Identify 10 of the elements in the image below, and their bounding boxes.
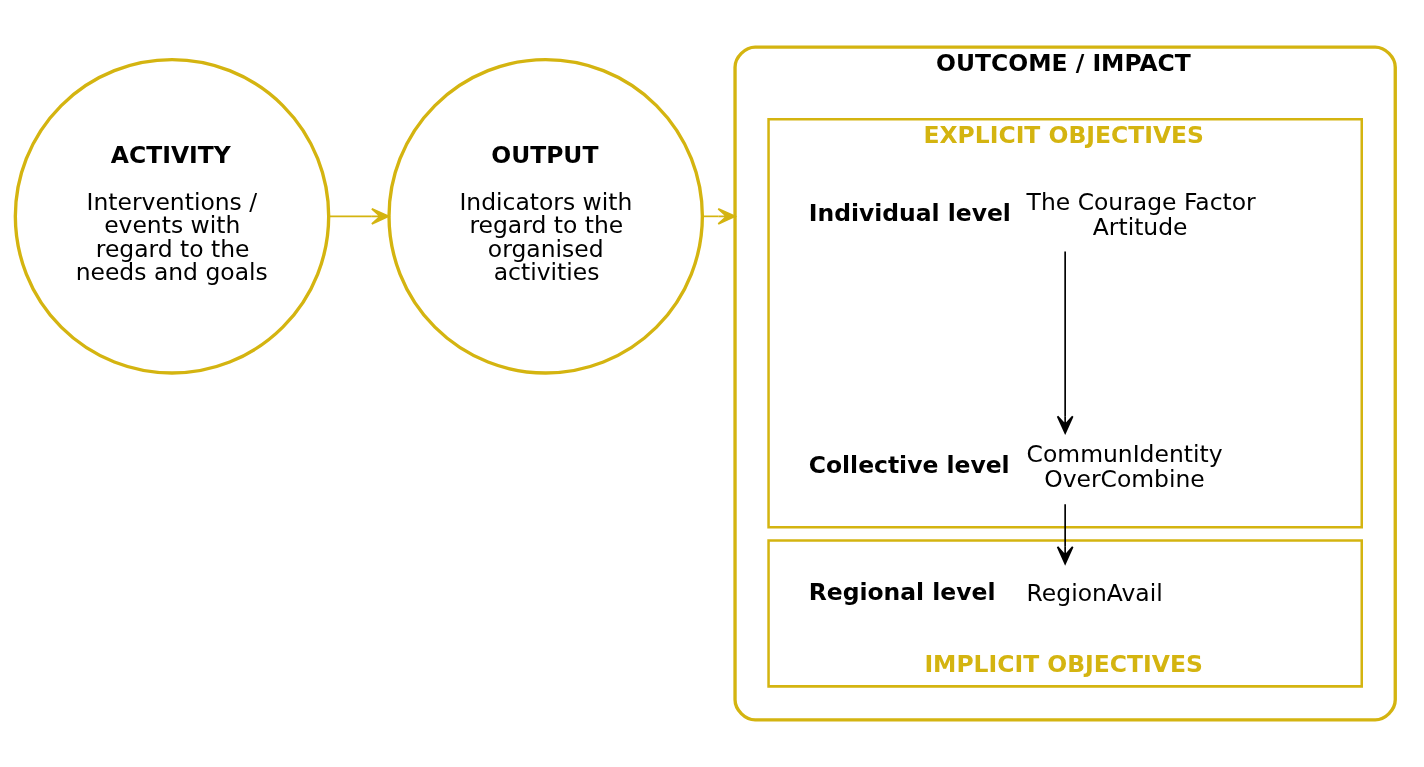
arrow	[1056, 503, 1074, 565]
node-label: RegionAvail	[1026, 579, 1163, 608]
node-text: Collective level	[808, 451, 1010, 480]
node-label: The Courage Factor	[1026, 187, 1256, 216]
node-text: Regional level	[808, 577, 996, 606]
node-text: Individual level	[808, 198, 1011, 227]
node-circle: OUTPUT Indicators with regard to the organised activities	[387, 58, 705, 375]
arrow	[328, 207, 390, 225]
arrow	[1056, 250, 1074, 434]
node-circle: ACTIVITY Interventions / events with regard to the needs and goals	[13, 58, 331, 375]
